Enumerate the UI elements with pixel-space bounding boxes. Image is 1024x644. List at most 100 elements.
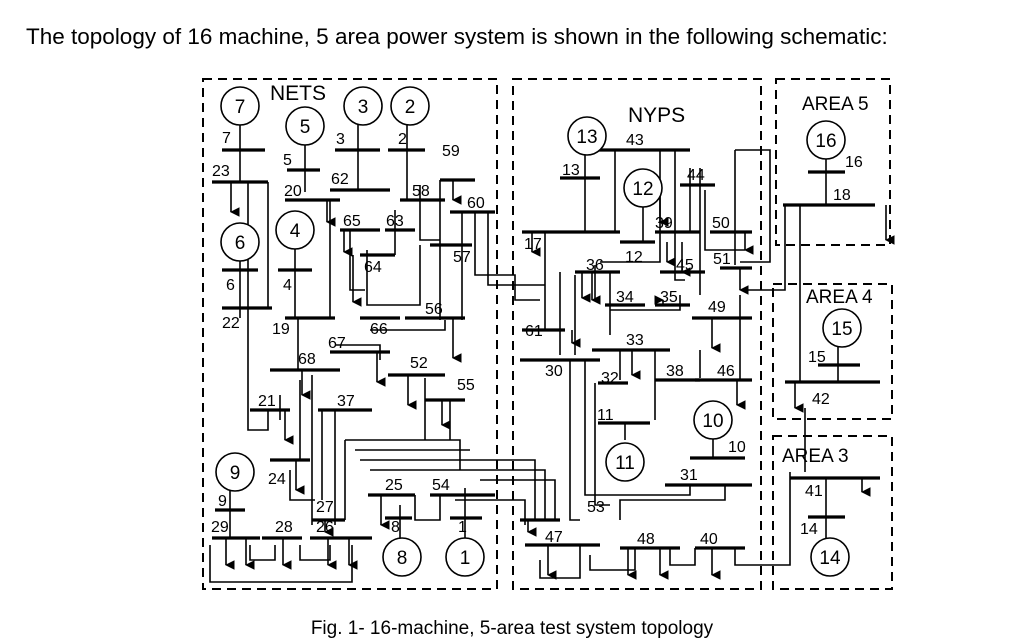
bus-label-58: 58 xyxy=(412,183,430,200)
intro-text: The topology of 16 machine, 5 area power… xyxy=(26,24,888,49)
bus-label-26: 26 xyxy=(316,519,334,536)
area-nyps-label: NYPS xyxy=(628,104,685,127)
svg-text:11: 11 xyxy=(615,453,635,474)
bus-label-12: 12 xyxy=(625,249,643,266)
generator-7: 7 xyxy=(220,86,260,126)
area5-label: AREA 5 xyxy=(802,94,869,115)
svg-text:13: 13 xyxy=(576,127,597,148)
bus-label-34: 34 xyxy=(616,289,634,306)
generator-1: 1 xyxy=(445,537,485,577)
nets-lines xyxy=(209,180,556,583)
bus-label-7: 7 xyxy=(222,130,231,147)
bus-label-51: 51 xyxy=(713,251,731,268)
figure-caption: Fig. 1- 16-machine, 5-area test system t… xyxy=(310,618,714,639)
bus-label-40: 40 xyxy=(700,531,718,548)
bus-label-28: 28 xyxy=(275,519,293,536)
bus-label-30: 30 xyxy=(545,363,563,380)
area3-label: AREA 3 xyxy=(782,446,849,467)
generator-15: 15 xyxy=(822,308,862,348)
svg-text:10: 10 xyxy=(702,411,723,432)
bus-label-44: 44 xyxy=(687,167,705,184)
generator-8: 8 xyxy=(382,537,422,577)
bus-label-56: 56 xyxy=(425,301,443,318)
svg-text:7: 7 xyxy=(235,97,246,118)
nyps-load-arrows xyxy=(527,185,754,580)
bus-label-55: 55 xyxy=(457,377,475,394)
generator-4: 4 xyxy=(275,210,315,250)
bus-label-9: 9 xyxy=(218,493,227,510)
nets-buses xyxy=(212,148,495,540)
area4-boundary xyxy=(772,283,893,420)
generator-10: 10 xyxy=(693,400,733,440)
bus-label-6: 6 xyxy=(226,277,235,294)
bus-label-31: 31 xyxy=(680,467,698,484)
area-nyps-boundary xyxy=(512,78,762,590)
bus-label-5: 5 xyxy=(283,152,292,169)
bus-label-63: 63 xyxy=(386,213,404,230)
bus-label-48: 48 xyxy=(637,531,655,548)
nyps-lines xyxy=(539,149,806,579)
bus-label-18: 18 xyxy=(833,187,851,204)
bus-label-54: 54 xyxy=(432,477,450,494)
bus-label-1: 1 xyxy=(458,519,467,536)
bus-label-52: 52 xyxy=(410,355,428,372)
bus-label-43: 43 xyxy=(626,132,644,149)
svg-text:16: 16 xyxy=(815,131,836,152)
svg-text:9: 9 xyxy=(230,463,241,484)
bus-label-53: 53 xyxy=(587,499,605,516)
bus-label-21: 21 xyxy=(258,393,276,410)
generator-6: 6 xyxy=(220,222,260,262)
bus-label-67: 67 xyxy=(328,335,346,352)
generator-12: 12 xyxy=(623,168,663,208)
bus-label-47: 47 xyxy=(545,529,563,546)
bus-label-3: 3 xyxy=(336,131,345,148)
bus-label-16: 16 xyxy=(845,154,863,171)
svg-text:3: 3 xyxy=(358,97,369,118)
bus-label-13: 13 xyxy=(562,162,580,179)
bus-label-68: 68 xyxy=(298,351,316,368)
svg-text:15: 15 xyxy=(831,319,852,340)
bus-label-62: 62 xyxy=(331,171,349,188)
bus-label-66: 66 xyxy=(370,321,388,338)
bus-label-15: 15 xyxy=(808,349,826,366)
svg-text:4: 4 xyxy=(290,221,301,242)
bus-label-8: 8 xyxy=(391,519,400,536)
generator-11: 11 xyxy=(605,442,645,482)
svg-text:5: 5 xyxy=(300,117,311,138)
bus-label-14: 14 xyxy=(800,521,818,538)
area4-label: AREA 4 xyxy=(806,287,873,308)
bus-label-32: 32 xyxy=(601,370,619,387)
generator-3: 3 xyxy=(343,86,383,126)
bus-label-22: 22 xyxy=(222,315,240,332)
bus-label-61: 61 xyxy=(525,323,543,340)
svg-text:1: 1 xyxy=(460,548,471,569)
area-nets-boundary xyxy=(202,78,498,590)
area-nets-label: NETS xyxy=(270,82,326,105)
nets-load-arrows xyxy=(225,180,462,570)
area3-boundary xyxy=(772,435,893,590)
bus-label-41: 41 xyxy=(805,483,823,500)
generator-13: 13 xyxy=(567,116,607,156)
generator-2: 2 xyxy=(390,86,430,126)
svg-text:2: 2 xyxy=(405,97,416,118)
generator-5: 5 xyxy=(285,106,325,146)
bus-label-25: 25 xyxy=(385,477,403,494)
bus-label-20: 20 xyxy=(284,183,302,200)
generators: 7 5 3 2 6 4 9 8 1 13 12 11 10 16 15 14 xyxy=(215,86,862,577)
bus-label-42: 42 xyxy=(812,391,830,408)
bus-label-64: 64 xyxy=(364,259,382,276)
bus-label-57: 57 xyxy=(453,249,471,266)
bus-label-35: 35 xyxy=(660,289,678,306)
bus-label-17: 17 xyxy=(524,236,542,253)
bus-label-50: 50 xyxy=(712,215,730,232)
svg-text:6: 6 xyxy=(235,233,246,254)
outer-area-elements xyxy=(783,153,895,540)
svg-text:8: 8 xyxy=(397,548,408,569)
bus-label-65: 65 xyxy=(343,213,361,230)
bus-label-59: 59 xyxy=(442,143,460,160)
bus-label-19: 19 xyxy=(272,321,290,338)
bus-label-38: 38 xyxy=(666,363,684,380)
bus-label-46: 46 xyxy=(717,363,735,380)
generator-9: 9 xyxy=(215,452,255,492)
